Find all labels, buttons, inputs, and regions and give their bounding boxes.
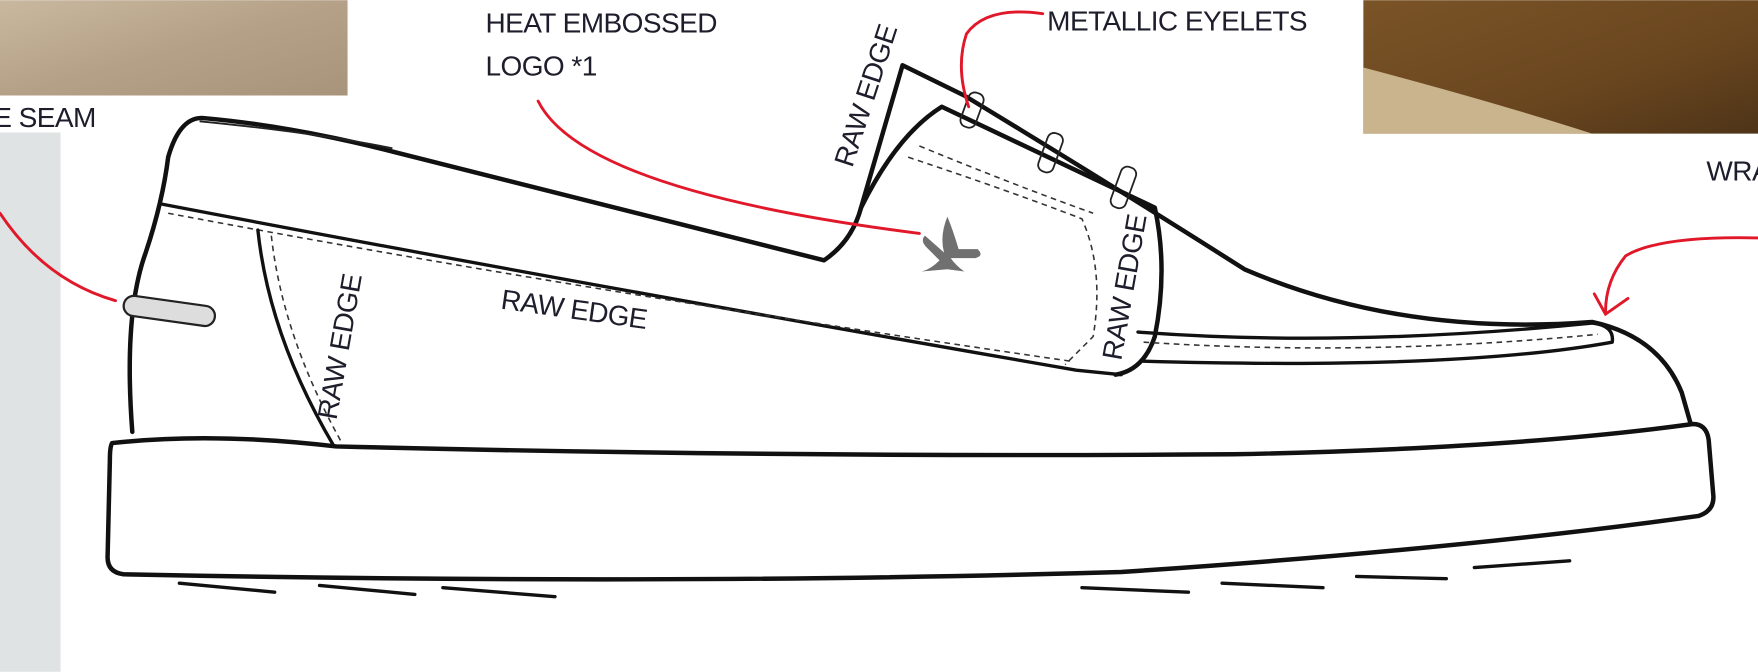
callout-wrap-arrow xyxy=(1592,292,1630,317)
callout-logo xyxy=(536,99,921,235)
label-raw-edge-front: RAW EDGE xyxy=(1097,212,1153,362)
callout-eyelets xyxy=(959,10,1045,109)
photo-sole-detail xyxy=(1363,67,1593,134)
left-grey-band xyxy=(0,132,61,672)
embossed-logo-icon xyxy=(921,216,981,272)
label-side-seam: E SEAM xyxy=(0,102,96,133)
label-wrap: WRA xyxy=(1706,156,1758,187)
label-raw-edge-heel: RAW EDGE xyxy=(312,272,368,422)
callout-wrap xyxy=(1604,236,1758,314)
label-heat-embossed-line2: LOGO *1 xyxy=(485,50,596,81)
metallic-eyelets xyxy=(959,91,1138,210)
material-photo-left xyxy=(0,0,348,96)
outsole xyxy=(105,421,1716,599)
side-lace-toggle xyxy=(122,294,217,328)
label-heat-embossed-line1: HEAT EMBOSSED xyxy=(485,8,716,39)
label-metallic-eyelets: METALLIC EYELETS xyxy=(1047,5,1307,36)
callout-side-seam xyxy=(0,211,117,303)
